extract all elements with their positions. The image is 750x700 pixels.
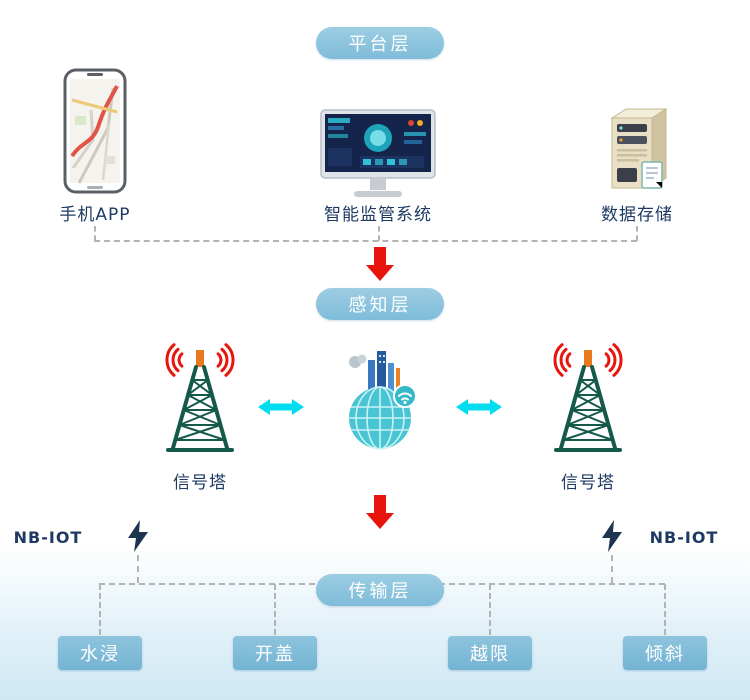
signal-tower-left-icon: [155, 340, 245, 460]
sensor-box-limit: 越限: [448, 636, 532, 670]
phone-app-label: 手机APP: [59, 205, 131, 225]
connector-monitor-stub: [378, 226, 380, 241]
sensor-box-water: 水浸: [58, 636, 142, 670]
phone-map-icon: [63, 68, 127, 194]
platform-layer-label: 平台层: [348, 34, 412, 55]
connector-sensor4-stub: [664, 584, 666, 635]
down-arrow-icon: [366, 495, 394, 529]
nbiot-left-label: NB-IOT: [13, 528, 83, 547]
data-storage-label: 数据存储: [601, 205, 673, 225]
sensor-box-tilt: 倾斜: [623, 636, 707, 670]
signal-tower-right-icon: [543, 340, 633, 460]
iot-globe-icon: [335, 346, 425, 458]
signal-tower-left-label: 信号塔: [173, 473, 227, 493]
connector-phone-stub: [94, 226, 96, 241]
nbiot-right-label: NB-IOT: [649, 528, 719, 547]
signal-tower-right-label: 信号塔: [561, 473, 615, 493]
lightning-left-icon: [126, 520, 150, 552]
server-storage-icon: [602, 102, 672, 197]
sensor-box-cover: 开盖: [233, 636, 317, 670]
transmission-layer-pill: 传输层: [316, 574, 444, 606]
connector-sensor3-stub: [489, 584, 491, 635]
transmission-layer-label: 传输层: [348, 581, 412, 602]
connector-server-stub: [636, 226, 638, 241]
monitor-dashboard-icon: [318, 108, 438, 203]
connector-platform-bus: [94, 240, 637, 242]
sensor-tilt-label: 倾斜: [645, 644, 685, 665]
down-arrow-icon: [366, 247, 394, 281]
perception-layer-pill: 感知层: [316, 288, 444, 320]
perception-layer-label: 感知层: [348, 295, 412, 316]
connector-nbiot-left-stub: [137, 555, 139, 583]
sensor-water-label: 水浸: [80, 644, 120, 665]
connector-nbiot-right-stub: [611, 555, 613, 583]
monitor-system-label: 智能监管系统: [324, 205, 432, 225]
double-arrow-left-icon: [258, 398, 304, 416]
connector-sensor1-stub: [99, 584, 101, 635]
sensor-limit-label: 越限: [470, 644, 510, 665]
lightning-right-icon: [600, 520, 624, 552]
connector-sensor2-stub: [274, 584, 276, 635]
double-arrow-right-icon: [456, 398, 502, 416]
platform-layer-pill: 平台层: [316, 27, 444, 59]
sensor-cover-label: 开盖: [255, 644, 295, 665]
